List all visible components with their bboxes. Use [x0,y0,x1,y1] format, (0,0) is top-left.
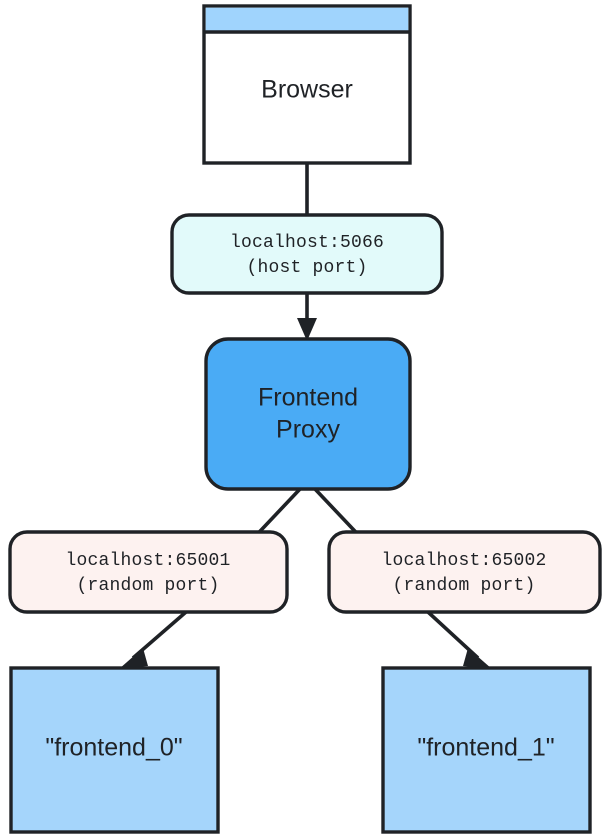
node-frontend-proxy[interactable]: Frontend Proxy [204,337,412,491]
random-port-2-box [327,530,602,614]
arrowhead-icon [463,648,492,669]
node-random-port-2-address: localhost:65002 [381,551,546,571]
node-random-port-1-caption: (random port) [76,576,219,596]
node-frontend-1-label: "frontend_1" [417,734,554,762]
frontend-proxy-box [204,337,412,491]
frontend-1-box [381,666,592,834]
browser-titlebar [205,7,409,32]
host-port-box [170,213,444,295]
node-random-port-1-address: localhost:65001 [65,551,230,571]
node-frontend-1[interactable]: "frontend_1" [381,666,592,834]
arrowhead-icon [297,318,317,341]
node-random-port-2[interactable]: localhost:65002 (random port) [327,530,602,614]
node-random-port-2-caption: (random port) [392,576,535,596]
node-random-port-1[interactable]: localhost:65001 (random port) [8,530,289,614]
node-host-port-caption: (host port) [246,258,367,278]
node-frontend-proxy-label-line1: Frontend [258,384,358,412]
node-frontend-0-label: "frontend_0" [45,734,182,762]
node-frontend-0[interactable]: "frontend_0" [9,666,220,834]
edge-host-port-to-frontend-proxy [297,293,317,341]
arrowhead-icon [119,648,148,669]
frontend-0-box [9,666,220,834]
edge-random-port-1-to-frontend-0 [119,610,188,669]
random-port-1-box [8,530,289,614]
node-frontend-proxy-label-line2: Proxy [276,416,340,444]
node-browser-label: Browser [261,76,353,104]
node-host-port[interactable]: localhost:5066 (host port) [170,213,444,295]
node-host-port-address: localhost:5066 [230,233,384,253]
node-browser[interactable]: Browser [202,4,412,165]
edge-random-port-2-to-frontend-1 [426,610,492,669]
